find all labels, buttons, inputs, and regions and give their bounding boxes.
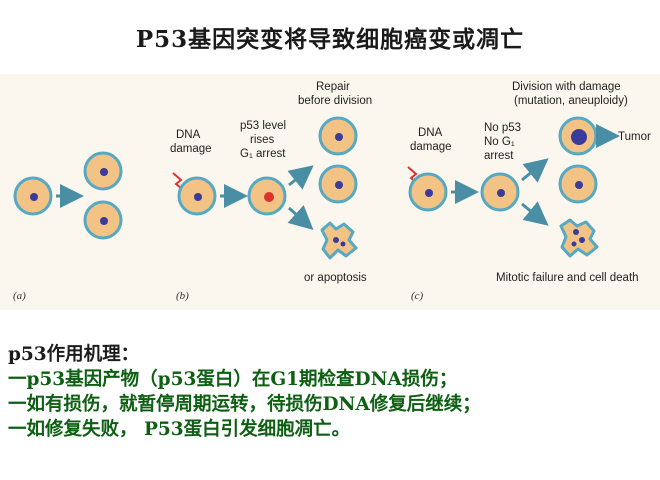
division-damage-label: Division with damage: [512, 81, 621, 93]
arrow: [521, 158, 549, 183]
daughter-cell: [318, 164, 358, 204]
cell: [177, 176, 217, 216]
arrested-cell: [247, 176, 287, 216]
repair-label: Repair: [316, 81, 350, 93]
division-damage-label: (mutation, aneuploidy): [514, 95, 628, 107]
panel-c: DNA damage No p53 No G₁ arrest Division …: [407, 81, 651, 302]
panel-a: (a): [13, 151, 123, 302]
dna-damage-label: DNA: [418, 127, 443, 139]
no-p53-label: arrest: [484, 150, 514, 162]
dna-damage-label: DNA: [176, 129, 201, 141]
repair-label: before division: [298, 95, 372, 107]
dying-cell: [559, 218, 599, 258]
arrow: [521, 201, 549, 226]
tumor-cell: [558, 116, 598, 156]
p53-figure: (a) DNA damage p53 level rises G₁ arrest…: [0, 74, 660, 310]
panel-label-c: (c): [411, 290, 424, 302]
no-p53-label: No p53: [484, 122, 521, 134]
panel-b: DNA damage p53 level rises G₁ arrest Rep…: [170, 81, 372, 302]
unchecked-cell: [480, 172, 520, 212]
description-line: 一如修复失败， P53蛋白引发细胞凋亡。: [8, 419, 351, 440]
description-line: 一如有损伤，就暂停周期运转，待损伤DNA修复后继续；: [8, 394, 481, 415]
cell: [13, 176, 53, 216]
p53-rises-label: p53 level: [240, 120, 286, 132]
tumor-label: Tumor: [618, 131, 651, 143]
p53-rises-label: G₁ arrest: [240, 148, 286, 160]
arrow: [287, 205, 314, 231]
daughter-cell: [83, 151, 123, 191]
dna-damage-label: damage: [170, 143, 212, 155]
panel-label-a: (a): [13, 290, 26, 302]
apoptosis-label: or apoptosis: [304, 272, 367, 284]
no-p53-label: No G₁: [484, 136, 515, 148]
cell: [408, 172, 448, 212]
description-line: 一p53基因产物（p53蛋白）在G1期检查DNA损伤；: [8, 369, 458, 390]
arrow: [287, 165, 314, 190]
p53-rises-label: rises: [250, 134, 275, 146]
panel-label-b: (b): [176, 290, 189, 302]
mechanism-description: p53作用机理： 一p53基因产物（p53蛋白）在G1期检查DNA损伤； 一如有…: [8, 342, 658, 442]
slide-title: P53基因突变将导致细胞癌变或凋亡: [135, 26, 525, 53]
daughter-cell: [558, 164, 598, 204]
apoptotic-cell: [320, 221, 358, 260]
description-heading: p53作用机理：: [8, 344, 140, 365]
daughter-cell: [318, 116, 358, 156]
daughter-cell: [83, 200, 123, 240]
mitotic-failure-label: Mitotic failure and cell death: [496, 272, 639, 284]
dna-damage-label: damage: [410, 141, 452, 153]
